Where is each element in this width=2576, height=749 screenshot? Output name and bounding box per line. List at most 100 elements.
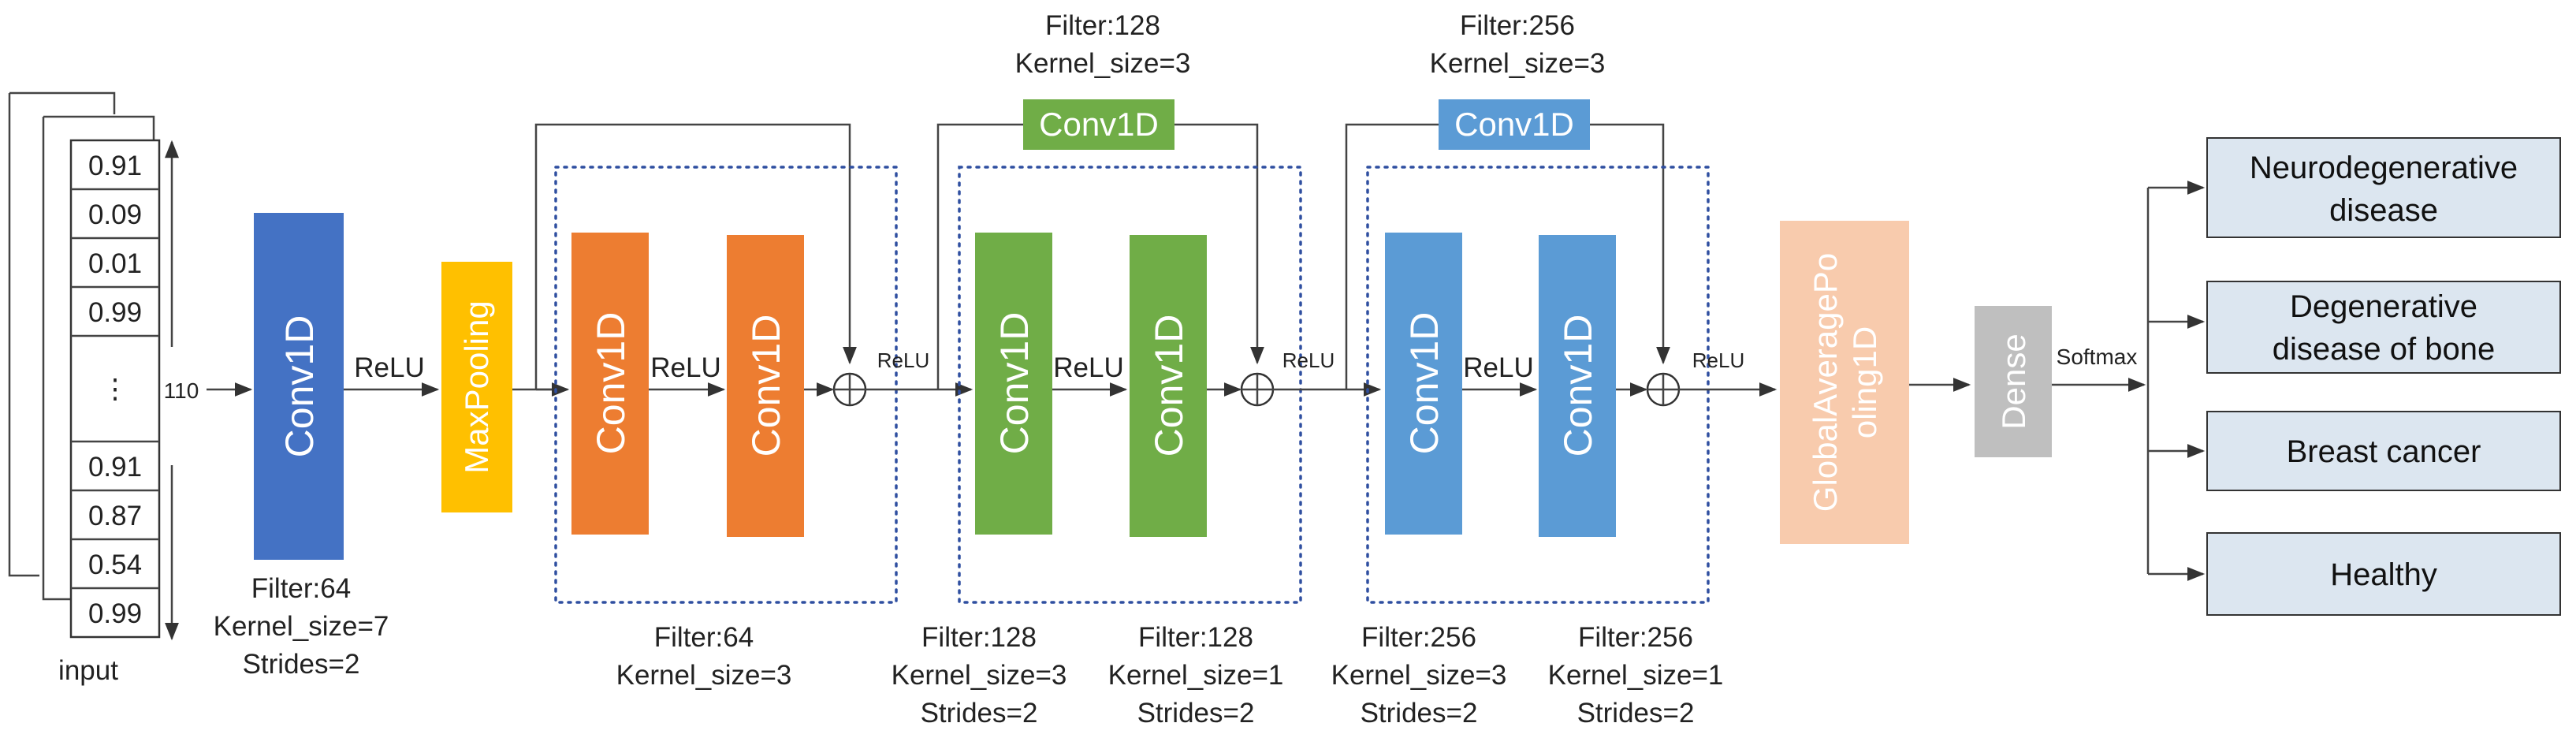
output-branches <box>2146 181 2206 581</box>
res1-params: Filter:64 Kernel_size=3 <box>616 622 792 691</box>
maxpooling-label: MaxPooling <box>458 300 495 473</box>
res2-shortcut-filter: Filter:128 <box>1045 10 1160 41</box>
relu-label: ReLU <box>354 352 424 383</box>
svg-text:Strides=2: Strides=2 <box>921 698 1038 729</box>
svg-text:Conv1D: Conv1D <box>1556 315 1600 457</box>
res2-conv-a-params: Filter:128 Kernel_size=3 Strides=2 <box>892 622 1067 729</box>
output-class-neurodegenerative: Neurodegenerative disease <box>2206 137 2561 238</box>
res3-conv1d-b <box>1539 235 1616 537</box>
svg-text:disease of bone: disease of bone <box>2273 332 2495 367</box>
svg-text:Filter:64: Filter:64 <box>251 573 351 604</box>
maxpooling-block: MaxPooling <box>441 262 512 512</box>
gap-rect <box>1780 221 1909 544</box>
res1-dotted-frame <box>554 166 898 604</box>
relu-label: ReLU <box>1463 352 1533 383</box>
residual-block-2: Filter:128 Kernel_size=3 Conv1D Conv1D R… <box>892 10 1302 729</box>
svg-text:Degenerative: Degenerative <box>2290 289 2477 324</box>
res3-shortcut-kernel: Kernel_size=3 <box>1430 48 1606 79</box>
res2-shortcut-kernel: Kernel_size=3 <box>1015 48 1191 79</box>
res3-skip-connection <box>1590 123 1670 365</box>
residual-block-1: Conv1D ReLU Conv1D Filter:64 Kernel_size… <box>534 123 898 691</box>
svg-text:disease: disease <box>2329 193 2438 228</box>
svg-text:Filter:256: Filter:256 <box>1578 622 1693 653</box>
dense-block: Dense <box>1975 306 2052 457</box>
output-class-breast-cancer: Breast cancer <box>2206 411 2561 491</box>
input-stack: 0.91 0.09 0.01 0.99 ⋮ 0.91 0.87 0.54 0.9… <box>8 91 199 686</box>
svg-text:Conv1D: Conv1D <box>1454 106 1574 143</box>
dense-rect <box>1975 306 2052 457</box>
svg-text:Kernel_size=1: Kernel_size=1 <box>1108 660 1284 691</box>
residual-block-3: Filter:256 Kernel_size=3 Conv1D Conv1D R… <box>1331 10 1724 729</box>
svg-text:Conv1D: Conv1D <box>992 312 1037 455</box>
input-value: 0.91 <box>88 151 142 181</box>
relu-label: ReLU <box>1692 348 1744 372</box>
svg-text:Neurodegenerative: Neurodegenerative <box>2250 151 2518 185</box>
svg-text:Kernel_size=3: Kernel_size=3 <box>1331 660 1507 691</box>
res3-conv-a-params: Filter:256 Kernel_size=3 Strides=2 <box>1331 622 1507 729</box>
res1-skip-connection <box>534 123 857 389</box>
stem-params: Filter:64 Kernel_size=7 Strides=2 <box>214 573 389 680</box>
input-vector: 0.91 0.09 0.01 0.99 ⋮ 0.91 0.87 0.54 0.9… <box>69 139 161 639</box>
input-length-label: 110 <box>164 378 199 403</box>
input-caption: input <box>58 655 118 686</box>
svg-text:Filter:128: Filter:128 <box>921 622 1037 653</box>
svg-text:Healthy: Healthy <box>2330 557 2437 592</box>
res3-conv1d-a <box>1385 233 1462 535</box>
svg-text:Strides=2: Strides=2 <box>1361 698 1478 729</box>
res2-conv-b-params: Filter:128 Kernel_size=1 Strides=2 <box>1108 622 1284 729</box>
svg-text:Filter:128: Filter:128 <box>1138 622 1253 653</box>
res2-skip-connection <box>1174 123 1264 365</box>
input-back-sheet-1 <box>42 117 71 601</box>
input-value: 0.91 <box>88 452 142 483</box>
svg-text:Conv1D: Conv1D <box>744 315 788 457</box>
svg-text:Kernel_size=7: Kernel_size=7 <box>214 611 389 642</box>
relu-label: ReLU <box>650 352 720 383</box>
svg-text:Strides=2: Strides=2 <box>1577 698 1695 729</box>
softmax-label: Softmax <box>2057 345 2138 369</box>
svg-text:oling1D: oling1D <box>1846 326 1883 438</box>
stem-conv1d-block: Conv1D <box>254 213 344 560</box>
input-value: 0.99 <box>88 598 142 629</box>
svg-text:Breast cancer: Breast cancer <box>2287 434 2481 469</box>
svg-text:Conv1D: Conv1D <box>1147 315 1191 457</box>
maxpooling-rect <box>441 262 512 512</box>
res2-add-icon <box>1240 372 1275 407</box>
res3-dotted-frame <box>1366 166 1710 604</box>
input-value: 0.09 <box>88 199 142 230</box>
global-average-pooling-block: GlobalAveragePo oling1D <box>1780 221 1909 544</box>
svg-text:Filter:64: Filter:64 <box>654 622 754 653</box>
relu-label: ReLU <box>877 348 929 372</box>
res3-add-icon <box>1646 372 1681 407</box>
svg-text:Filter:256: Filter:256 <box>1361 622 1476 653</box>
stem-conv1d-label: Conv1D <box>277 315 322 458</box>
stem-conv1d-rect <box>254 213 344 560</box>
res2-conv1d-a <box>975 233 1052 535</box>
svg-text:Strides=2: Strides=2 <box>243 649 360 680</box>
svg-text:Conv1D: Conv1D <box>589 312 633 455</box>
input-ellipsis: ⋮ <box>102 374 129 404</box>
svg-text:GlobalAveragePo: GlobalAveragePo <box>1807 253 1844 512</box>
relu-label: ReLU <box>1282 348 1335 372</box>
svg-text:Conv1D: Conv1D <box>1039 106 1159 143</box>
output-class-degenerative-bone: Degenerative disease of bone <box>2206 281 2561 374</box>
res2-conv1d-b <box>1130 235 1207 537</box>
svg-text:Kernel_size=1: Kernel_size=1 <box>1548 660 1724 691</box>
svg-text:Dense: Dense <box>1995 334 2032 429</box>
res3-conv-b-params: Filter:256 Kernel_size=1 Strides=2 <box>1548 622 1724 729</box>
svg-text:Conv1D: Conv1D <box>1402 312 1446 455</box>
svg-text:Kernel_size=3: Kernel_size=3 <box>892 660 1067 691</box>
svg-text:Strides=2: Strides=2 <box>1137 698 1255 729</box>
res3-shortcut-filter: Filter:256 <box>1460 10 1575 41</box>
input-value: 0.99 <box>88 297 142 328</box>
res2-shortcut-conv1d <box>1023 99 1174 150</box>
input-value: 0.01 <box>88 248 142 279</box>
res1-conv1d-a <box>571 233 649 535</box>
output-class-healthy: Healthy <box>2206 532 2561 616</box>
res2-dotted-frame <box>958 166 1302 604</box>
res1-add-icon <box>832 372 867 407</box>
input-back-sheet-2 <box>8 93 39 577</box>
res1-conv1d-b <box>727 235 804 537</box>
relu-label: ReLU <box>1053 352 1123 383</box>
svg-text:Kernel_size=3: Kernel_size=3 <box>616 660 792 691</box>
